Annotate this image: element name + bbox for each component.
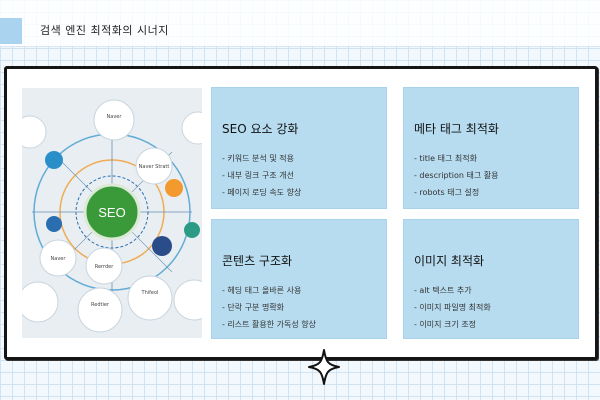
svg-text:Rerrder: Rerrder bbox=[95, 264, 115, 270]
svg-text:Naver Stratt: Naver Stratt bbox=[139, 164, 170, 170]
svg-text:Naver: Naver bbox=[51, 256, 67, 262]
seo-center-label: SEO bbox=[98, 205, 125, 220]
card-image-optimization: 이미지 최적화 - alt 텍스트 추가 - 이미지 파일명 최적화 - 이미지… bbox=[404, 220, 578, 338]
card-title: SEO 요소 강화 bbox=[222, 122, 299, 136]
header-accent bbox=[0, 18, 22, 44]
list-item: - 키워드 분석 및 적용 bbox=[222, 154, 294, 163]
card-list: - alt 텍스트 추가 - 이미지 파일명 최적화 - 이미지 크기 조정 bbox=[414, 282, 491, 333]
list-item: - alt 텍스트 추가 bbox=[414, 286, 472, 295]
list-item: - 단락 구분 명확화 bbox=[222, 303, 285, 312]
card-list: - title 태그 최적화 - description 태그 활용 - rob… bbox=[414, 150, 498, 201]
card-meta-tags: 메타 태그 최적화 - title 태그 최적화 - description 태… bbox=[404, 88, 578, 208]
list-item: - 내부 링크 구조 개선 bbox=[222, 171, 294, 180]
list-item: - 헤딩 태그 올바른 사용 bbox=[222, 286, 302, 295]
list-item: - 이미지 크기 조정 bbox=[414, 320, 477, 329]
list-item: - title 태그 최적화 bbox=[414, 154, 477, 163]
list-item: - robots 태그 설정 bbox=[414, 188, 480, 197]
svg-text:Redtier: Redtier bbox=[91, 302, 110, 308]
card-title: 메타 태그 최적화 bbox=[414, 122, 499, 136]
card-list: - 헤딩 태그 올바른 사용 - 단락 구분 명확화 - 리스트 활용한 가독성… bbox=[222, 282, 316, 333]
sparkle-icon bbox=[308, 349, 340, 385]
list-item: - 리스트 활용한 가독성 향상 bbox=[222, 320, 317, 329]
list-item: - 페이지 로딩 속도 향상 bbox=[222, 188, 302, 197]
card-seo-elements: SEO 요소 강화 - 키워드 분석 및 적용 - 내부 링크 구조 개선 - … bbox=[212, 88, 386, 208]
page-title: 검색 엔진 최적화의 시너지 bbox=[40, 24, 169, 37]
card-list: - 키워드 분석 및 적용 - 내부 링크 구조 개선 - 페이지 로딩 속도 … bbox=[222, 150, 301, 201]
header-bar: 검색 엔진 최적화의 시너지 bbox=[0, 0, 600, 47]
svg-text:Thifeol: Thifeol bbox=[141, 290, 159, 296]
card-title: 콘텐츠 구조화 bbox=[222, 254, 293, 268]
card-content-structure: 콘텐츠 구조화 - 헤딩 태그 올바른 사용 - 단락 구분 명확화 - 리스트… bbox=[212, 220, 386, 338]
list-item: - description 태그 활용 bbox=[414, 171, 499, 180]
svg-text:Naver: Naver bbox=[107, 114, 123, 120]
list-item: - 이미지 파일명 최적화 bbox=[414, 303, 491, 312]
seo-diagram-image: SEO Naver Naver Stratt Naver Rerrder Thi… bbox=[22, 88, 202, 338]
card-title: 이미지 최적화 bbox=[414, 254, 485, 268]
